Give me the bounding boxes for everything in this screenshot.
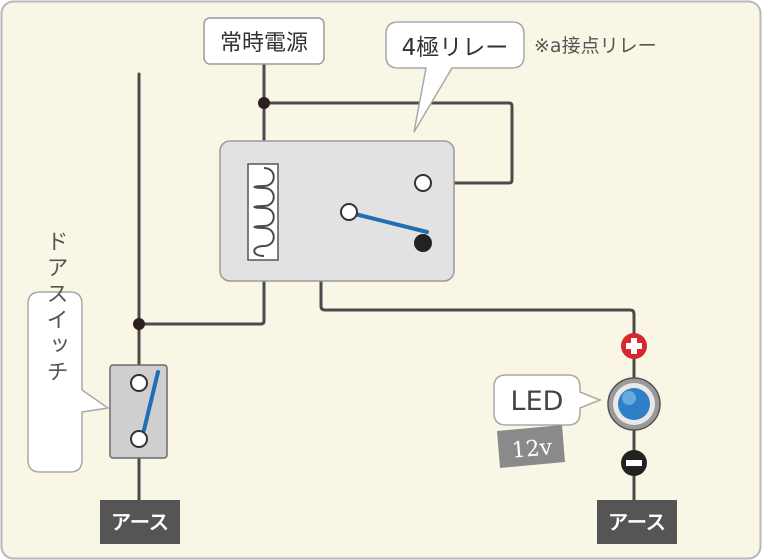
led-label: LED — [511, 386, 564, 417]
power-label: 常時電源 — [220, 31, 308, 56]
led-callout: LED — [493, 374, 603, 426]
door-switch-contact-bottom — [130, 430, 148, 448]
relay-contact-open — [414, 234, 432, 252]
door-switch-callout: ドアスイッチ — [27, 230, 110, 473]
relay-label: 4極リレー — [402, 35, 509, 61]
power-label-box: 常時電源 — [203, 17, 325, 65]
voltage-tag: 12v — [497, 425, 565, 468]
wire-coil-to-left — [137, 254, 266, 326]
junction-dot-left — [133, 318, 145, 330]
voltage-label: 12v — [511, 435, 554, 463]
ground-label-left: アース — [111, 510, 169, 534]
ground-box-left: アース — [100, 500, 180, 544]
wire-power-to-contact — [262, 101, 514, 185]
door-switch-icon — [109, 364, 168, 459]
led-lamp-icon — [607, 377, 661, 431]
relay-note: ※a接点リレー — [534, 35, 657, 57]
junction-dot-power — [258, 97, 270, 109]
relay-switch-blade — [353, 212, 429, 234]
relay-contact-common — [340, 203, 358, 221]
relay-contact-supply — [414, 174, 432, 192]
relay-coil-icon — [247, 163, 279, 261]
relay-callout: 4極リレー — [385, 21, 525, 133]
door-switch-contact-top — [130, 374, 148, 392]
relay — [219, 140, 455, 282]
ground-label-right: アース — [608, 510, 666, 534]
minus-terminal-icon — [621, 450, 647, 476]
plus-terminal-icon — [621, 333, 647, 359]
ground-box-right: アース — [597, 500, 677, 544]
door-switch-label: ドアスイッチ — [43, 230, 68, 386]
